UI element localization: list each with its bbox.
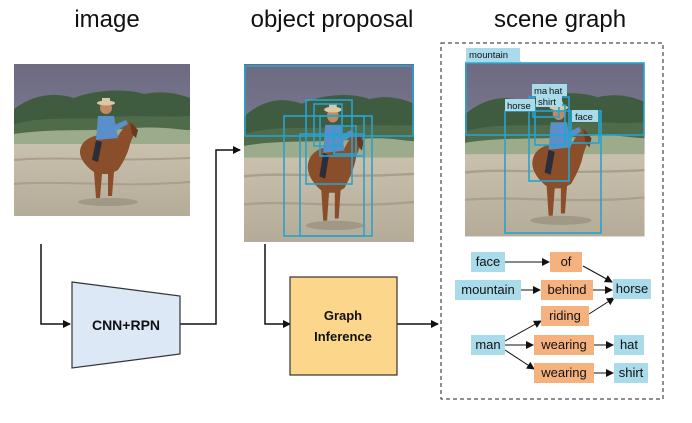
- edge-man-wearing2: [504, 349, 535, 370]
- edge-man-riding: [504, 320, 542, 342]
- rel-behind-label: behind: [547, 282, 586, 297]
- node-mountain: [455, 280, 521, 300]
- node-shirt-label: shirt: [619, 365, 644, 380]
- node-hat-label: hat: [620, 337, 638, 352]
- header-object-proposal: object proposal: [250, 6, 414, 33]
- node-face-label: face: [476, 254, 501, 269]
- scene-graph-relations: of behind riding wearing wearing: [534, 252, 594, 383]
- node-man-label: man: [475, 337, 500, 352]
- label-mountain: mountain: [468, 61, 507, 62]
- rel-of: [550, 252, 582, 272]
- cnn-rpn-block: [71, 281, 181, 369]
- label-man: man: [534, 86, 552, 97]
- node-man: [471, 335, 505, 355]
- node-hat: [614, 335, 644, 355]
- label-mountain-bg: [466, 48, 520, 61]
- scene-graph-panel: [440, 42, 664, 400]
- arrow-image-to-cnn: [40, 244, 71, 328]
- node-horse: [613, 279, 651, 299]
- node-shirt: [614, 363, 648, 383]
- arrow-cnn-to-proposal: [180, 146, 241, 325]
- label-hat: hat: [549, 86, 563, 97]
- graph-inference-line2: Inference: [314, 329, 372, 344]
- node-horse-label: horse: [616, 281, 649, 296]
- graph-inference-block: [289, 276, 398, 376]
- edge-of-horse: [582, 265, 613, 283]
- header-scene-graph: scene graph: [493, 6, 627, 33]
- box-mountain: [465, 62, 645, 136]
- rel-wearing-2: [534, 363, 594, 383]
- node-mountain-label: mountain: [461, 282, 514, 297]
- proposal-boxes: [244, 65, 414, 237]
- arrow-proposal-to-graph-inference: [264, 244, 291, 328]
- rel-behind: [541, 280, 593, 300]
- edge-riding-horse: [588, 297, 615, 315]
- rel-wearing-1: [534, 335, 594, 355]
- scene-graph-objects: face mountain horse man hat shirt: [455, 252, 651, 383]
- label-face: face: [575, 112, 593, 123]
- object-proposal-image: [244, 64, 414, 242]
- graph-inference-line1: Graph: [324, 308, 362, 323]
- rel-riding: [541, 306, 589, 326]
- label-shirt: shirt: [538, 97, 556, 108]
- rel-riding-label: riding: [549, 308, 581, 323]
- label-horse: horse: [507, 101, 531, 112]
- header-image: image: [74, 6, 140, 33]
- cnn-rpn-label: CNN+RPN: [92, 317, 160, 333]
- label-mountain: mountain: [469, 50, 508, 61]
- rel-of-label: of: [561, 254, 572, 269]
- box-horse: [504, 110, 602, 234]
- node-face: [471, 252, 505, 272]
- rel-wearing-1-label: wearing: [540, 337, 587, 352]
- rel-wearing-2-label: wearing: [540, 365, 587, 380]
